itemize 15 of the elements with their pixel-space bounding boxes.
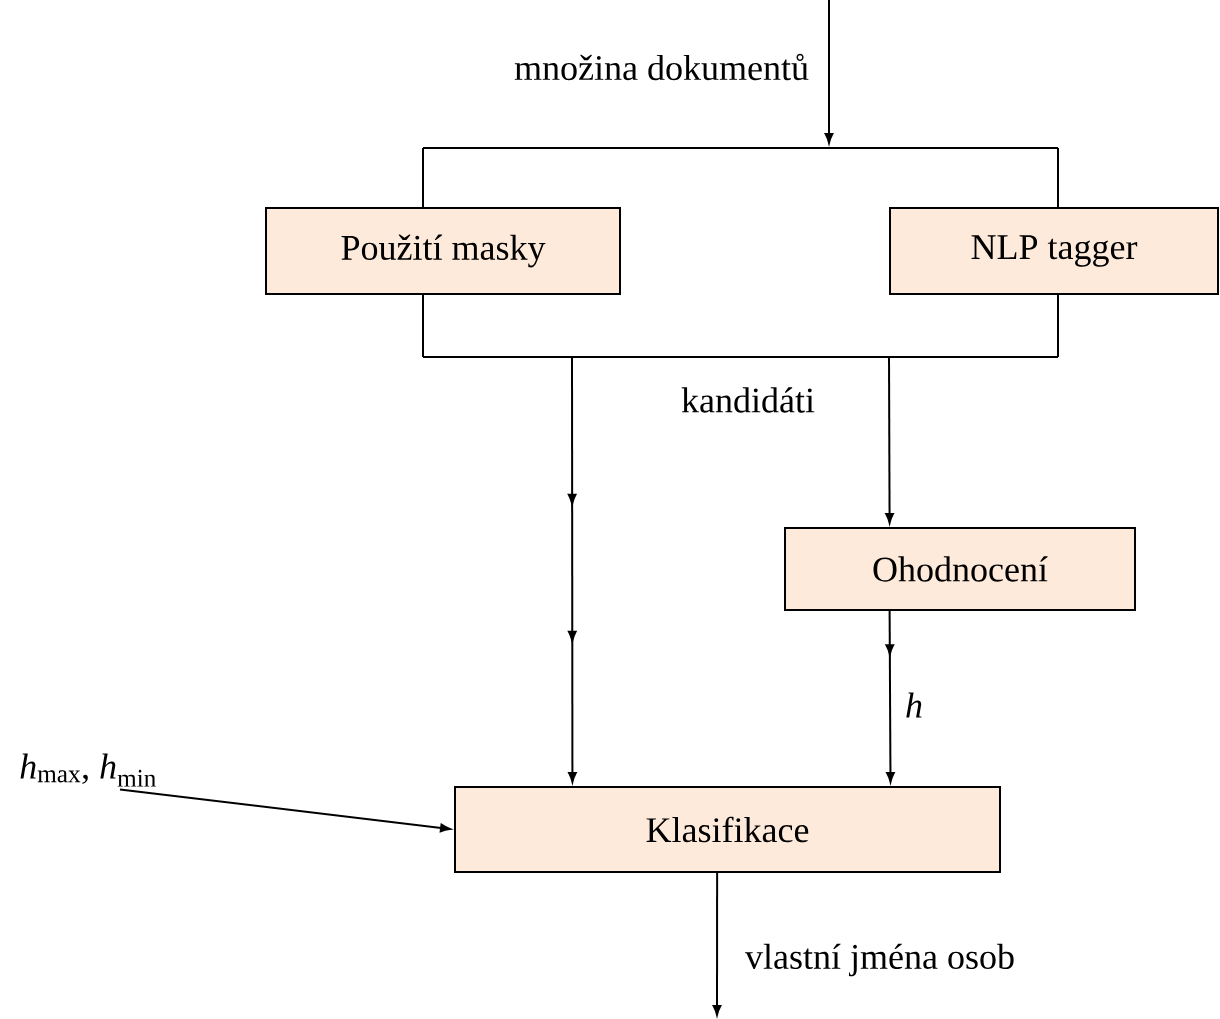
arrow bbox=[712, 872, 722, 1016]
process-box: Klasifikace bbox=[454, 786, 1001, 873]
edge-label: kandidáti bbox=[679, 385, 817, 415]
process-box: NLP tagger bbox=[889, 207, 1219, 295]
process-box: Ohodnocení bbox=[784, 527, 1136, 611]
connector-line bbox=[422, 147, 424, 208]
edge-label: vlastní jména osob bbox=[743, 941, 1017, 979]
process-box: Použití masky bbox=[265, 207, 621, 295]
arrow bbox=[824, 0, 834, 144]
connector-line bbox=[1057, 294, 1059, 358]
connector-line bbox=[1057, 147, 1059, 208]
connector-line bbox=[422, 294, 424, 358]
parameter-label: h$_{max}$, h$_{min}$ bbox=[20, 753, 156, 787]
edge-label: množina dokumentů bbox=[512, 51, 811, 83]
edge-label: h bbox=[903, 690, 925, 720]
